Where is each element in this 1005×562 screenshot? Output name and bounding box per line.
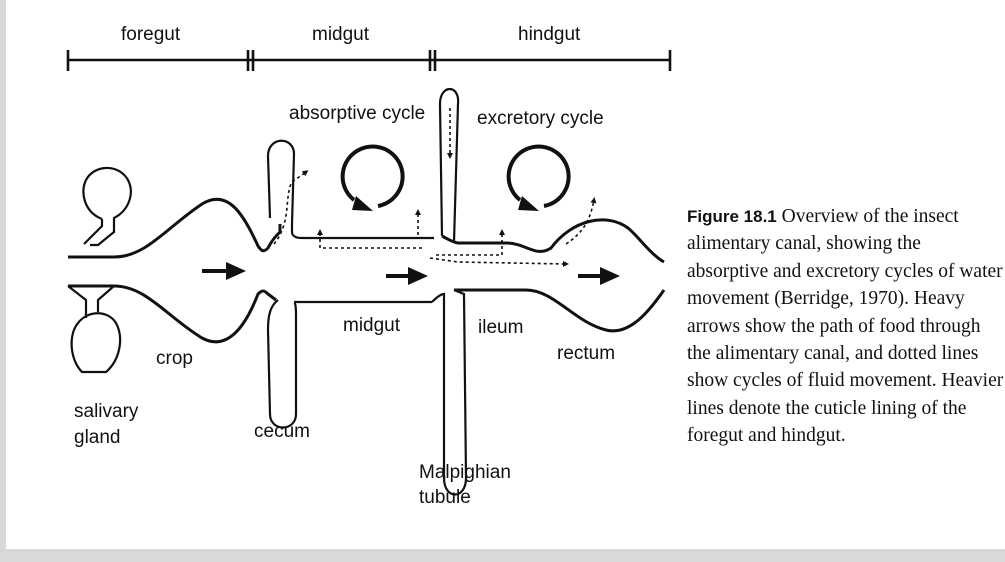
- foregut-label: foregut: [121, 24, 181, 45]
- excretory-cycle-loop: [509, 146, 569, 211]
- malpighian-tubule-label-line1: Malpighian: [419, 462, 511, 483]
- salivary-gland-label-line1: salivary: [74, 401, 139, 422]
- absorptive-cycle-label: absorptive cycle: [289, 103, 425, 124]
- crop-label: crop: [156, 348, 193, 369]
- segment-scale-bar: [68, 50, 670, 71]
- midgut-label: midgut: [343, 315, 401, 336]
- hindgut-label: hindgut: [518, 24, 581, 45]
- food-path-arrow-hindgut: [578, 267, 620, 285]
- caption-text: Overview of the insect alimentary canal,…: [687, 206, 1003, 446]
- salivary-gland-label-line2: gland: [74, 427, 121, 448]
- salivary-gland: [68, 168, 131, 372]
- fluid-movement-arrows: [274, 108, 594, 264]
- food-path-arrow-foregut: [202, 262, 246, 280]
- malpighian-tubule: [432, 89, 466, 495]
- midgut-segment-label: midgut: [312, 24, 370, 45]
- figure-page: foregut midgut hindgut: [6, 0, 1005, 549]
- absorptive-cycle-loop: [343, 146, 403, 211]
- excretory-cycle-label: excretory cycle: [477, 108, 604, 129]
- figure-caption: Figure 18.1 Overview of the insect alime…: [687, 203, 1005, 450]
- rectum-label: rectum: [557, 343, 615, 364]
- cecum-label: cecum: [254, 421, 310, 442]
- food-path-arrow-midgut: [386, 267, 428, 285]
- figure-number: Figure 18.1: [687, 207, 777, 226]
- alimentary-canal-diagram: foregut midgut hindgut: [6, 0, 686, 549]
- ileum-label: ileum: [478, 317, 523, 338]
- malpighian-tubule-label-line2: tubule: [419, 487, 471, 508]
- cecum: [268, 141, 296, 428]
